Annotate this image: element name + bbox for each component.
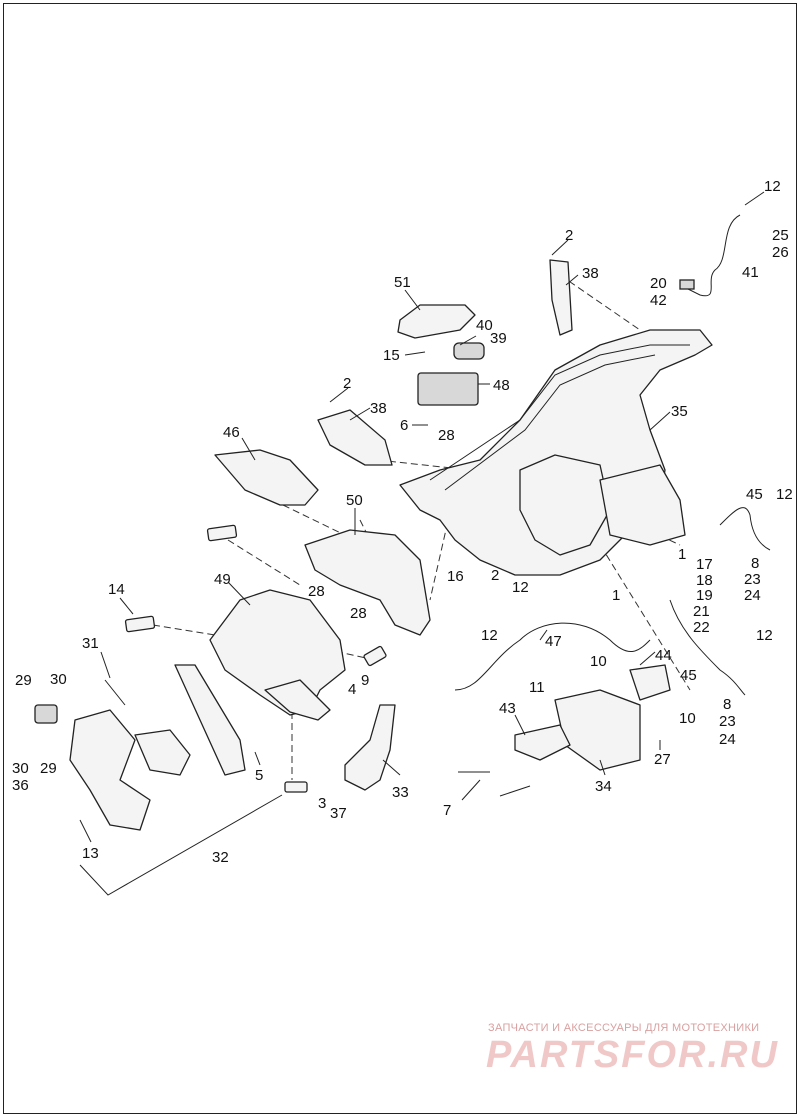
callout-32: 32 [212, 849, 229, 866]
callout-2: 2 [343, 375, 351, 392]
callout-2: 2 [491, 567, 499, 584]
latch-assembly [417, 372, 479, 406]
fairing-lower-trim [264, 679, 331, 721]
callout-9: 9 [361, 672, 369, 689]
right-lower-mount [458, 664, 671, 797]
callout-28: 28 [308, 583, 325, 600]
callout-48: 48 [493, 377, 510, 394]
callout-26: 26 [772, 244, 789, 261]
callout-47: 47 [545, 633, 562, 650]
callout-18: 18 [696, 572, 713, 589]
callout-12: 12 [756, 627, 773, 644]
leader-lines [79, 191, 765, 843]
callout-38: 38 [582, 265, 599, 282]
callout-39: 39 [490, 330, 507, 347]
callout-21: 21 [693, 603, 710, 620]
watermark-logo: PARTSFOR.RU [486, 1034, 779, 1076]
callout-30: 30 [50, 671, 67, 688]
page-border [3, 3, 797, 1114]
callout-43: 43 [499, 700, 516, 717]
callout-11: 11 [529, 679, 545, 696]
callout-15: 15 [383, 347, 400, 364]
callout-45: 45 [746, 486, 763, 503]
callout-12: 12 [776, 486, 793, 503]
callout-29: 29 [15, 672, 32, 689]
callout-1: 1 [678, 546, 686, 563]
callout-7: 7 [443, 802, 451, 819]
callout-10: 10 [590, 653, 607, 670]
callout-29: 29 [40, 760, 57, 777]
callout-30: 30 [12, 760, 29, 777]
callout-12: 12 [764, 178, 781, 195]
callout-22: 22 [693, 619, 710, 636]
decal-a [206, 524, 238, 542]
vent-cover [214, 449, 319, 506]
storage-lid [397, 304, 476, 339]
callout-10: 10 [679, 710, 696, 727]
callout-labels: 12 25 26 41 20 42 2 38 51 40 39 15 48 2 … [12, 178, 793, 866]
callout-42: 42 [650, 292, 667, 309]
callout-44: 44 [655, 647, 672, 664]
callout-24: 24 [719, 731, 736, 748]
callout-40: 40 [476, 317, 493, 334]
callout-5: 5 [255, 767, 263, 784]
callout-20: 20 [650, 275, 667, 292]
callout-17: 17 [696, 556, 713, 573]
callout-41: 41 [742, 264, 759, 281]
callout-12: 12 [512, 579, 529, 596]
callout-28: 28 [350, 605, 367, 622]
decal-d [284, 781, 308, 793]
callout-31: 31 [82, 635, 99, 652]
callout-12: 12 [481, 627, 498, 644]
callout-49: 49 [214, 571, 231, 588]
left-lower-assembly [34, 664, 246, 831]
left-fairing-panel [209, 589, 346, 716]
callout-8: 8 [751, 555, 759, 572]
lower-support-bracket [344, 704, 396, 791]
callout-8: 8 [723, 696, 731, 713]
callout-27: 27 [654, 751, 671, 768]
callout-33: 33 [392, 784, 409, 801]
callout-14: 14 [108, 581, 125, 598]
callout-51: 51 [394, 274, 411, 291]
callout-1: 1 [612, 587, 620, 604]
decal-c [363, 645, 387, 667]
callout-3: 3 [318, 795, 326, 812]
callout-23: 23 [719, 713, 736, 730]
right-side-panel [599, 464, 686, 546]
callout-25: 25 [772, 227, 789, 244]
callout-45: 45 [680, 667, 697, 684]
inner-mount-bracket [304, 529, 431, 636]
side-bracket [317, 409, 393, 466]
callout-50: 50 [346, 492, 363, 509]
lock-cylinder [453, 342, 485, 360]
callout-16: 16 [447, 568, 464, 585]
watermark-tagline: ЗАПЧАСТИ И АКСЕССУАРЫ ДЛЯ МОТОТЕХНИКИ [488, 1022, 760, 1034]
callout-38: 38 [370, 400, 387, 417]
decal-b [124, 615, 156, 633]
group-bracket-32 [79, 794, 283, 896]
callout-35: 35 [671, 403, 688, 420]
callout-19: 19 [696, 587, 713, 604]
callout-46: 46 [223, 424, 240, 441]
callout-6: 6 [400, 417, 408, 434]
callout-36: 36 [12, 777, 29, 794]
callout-4: 4 [348, 681, 356, 698]
wiring-harnesses [454, 214, 771, 696]
callout-24: 24 [744, 587, 761, 604]
callout-28: 28 [438, 427, 455, 444]
callout-37: 37 [330, 805, 347, 822]
callout-2: 2 [565, 227, 573, 244]
callout-13: 13 [82, 845, 99, 862]
callout-34: 34 [595, 778, 612, 795]
callout-23: 23 [744, 571, 761, 588]
upper-bracket [549, 259, 573, 336]
